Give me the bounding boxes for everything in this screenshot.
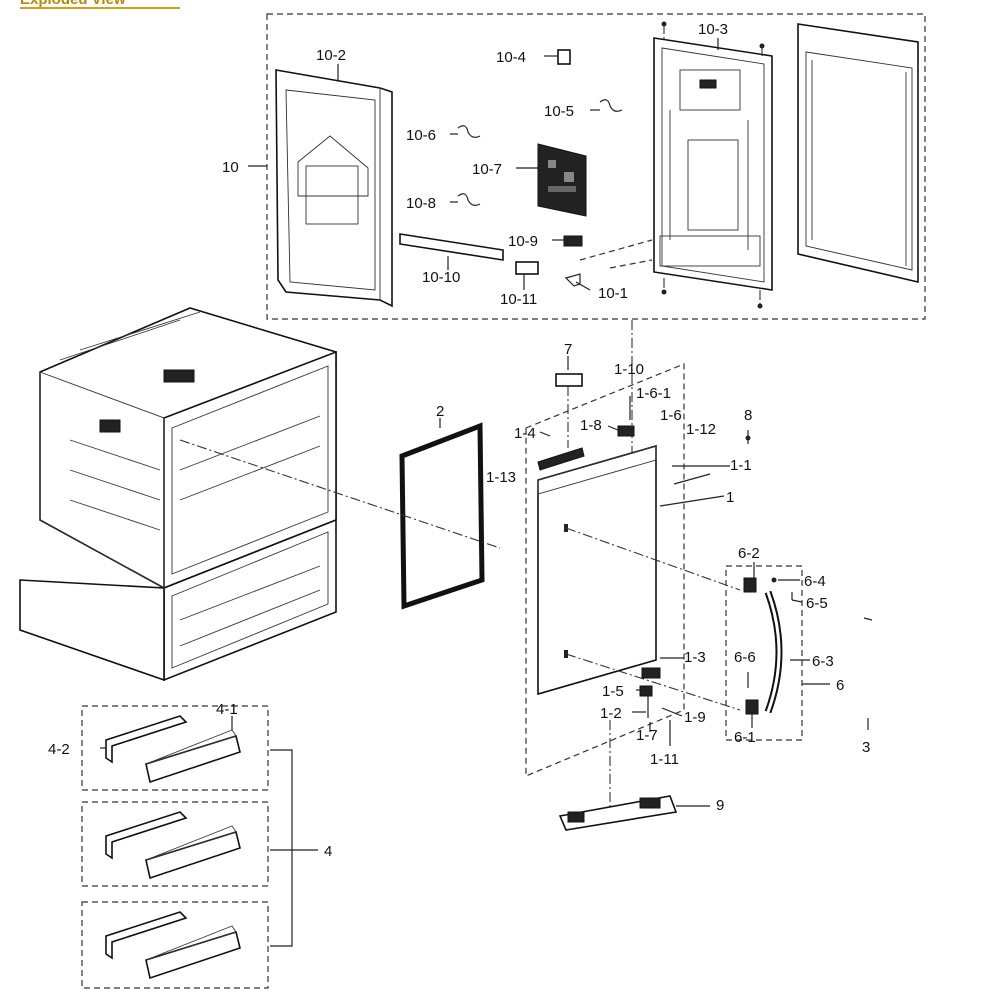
- label-10-1: 10-1: [598, 285, 628, 302]
- label-6: 6: [836, 677, 844, 694]
- label-6-6: 6-6: [734, 649, 756, 666]
- label-1-8: 1-8: [580, 417, 602, 434]
- label-10-10: 10-10: [422, 269, 460, 286]
- part-6-2-mount-top: [743, 577, 757, 593]
- bin-box-2: [81, 801, 269, 887]
- label-1-9: 1-9: [684, 709, 706, 726]
- part-10-7-control-board: [537, 143, 587, 217]
- part-10-1-sensor: [564, 273, 581, 287]
- bracket-group-4: [270, 749, 293, 947]
- diagram-title: Exploded View: [20, 0, 126, 8]
- assembly-line-10-b: [609, 259, 653, 269]
- label-1-4: 1-4: [514, 425, 536, 442]
- group-6-box: [725, 565, 803, 741]
- part-1-1-shaft: [673, 473, 711, 485]
- part-2-door-gasket: [399, 422, 485, 610]
- label-10-6: 10-6: [406, 127, 436, 144]
- screw-3: [661, 289, 667, 295]
- label-4-1: 4-1: [216, 701, 238, 718]
- assembly-line-10-a: [579, 239, 653, 261]
- label-1-5: 1-5: [602, 683, 624, 700]
- part-10-3-door-liner: [653, 37, 773, 291]
- label-3: 3: [862, 739, 870, 756]
- label-1: 1: [726, 489, 734, 506]
- assembly-axis-handle-top: [565, 527, 741, 591]
- group-1-box: [525, 363, 685, 777]
- assembly-axis-gasket: [179, 439, 501, 549]
- label-10-7: 10-7: [472, 161, 502, 178]
- part-10-2-cover-panel: [275, 69, 393, 308]
- screw-4: [757, 303, 763, 309]
- label-4: 4: [324, 843, 332, 860]
- part-10-9-connector: [563, 235, 583, 247]
- bin-box-1: [81, 705, 269, 791]
- part-10-5-cable: [599, 99, 623, 112]
- screw-2: [759, 43, 765, 49]
- screw-1: [661, 21, 667, 27]
- part-9-lower-hinge: [558, 795, 678, 831]
- part-10-8-cable: [457, 193, 481, 206]
- part-refrigerator-cabinet: [19, 307, 337, 682]
- part-door-outer-panel: [797, 23, 919, 284]
- part-6-3-handle-highlight: [766, 591, 781, 713]
- bin-pair-3: [105, 911, 241, 980]
- part-6-1-mount-bottom: [745, 699, 759, 715]
- part-6-4-screw: [771, 577, 777, 583]
- label-6-3: 6-3: [812, 653, 834, 670]
- part-1-6-hinge: [617, 425, 635, 437]
- label-1-7: 1-7: [636, 727, 658, 744]
- label-10-5: 10-5: [544, 103, 574, 120]
- part-7-hinge-block: [555, 373, 583, 387]
- label-9: 9: [716, 797, 724, 814]
- bin-pair-1: [105, 715, 241, 784]
- label-6-2: 6-2: [738, 545, 760, 562]
- leader-lines: [100, 38, 830, 807]
- part-10-6-cable: [457, 125, 481, 138]
- label-4-2: 4-2: [48, 741, 70, 758]
- part-1-13-hinge-cover: [537, 447, 585, 471]
- label-10-2: 10-2: [316, 47, 346, 64]
- label-1-10: 1-10: [614, 361, 644, 378]
- label-10-3: 10-3: [698, 21, 728, 38]
- label-6-1: 6-1: [734, 729, 756, 746]
- label-2: 2: [436, 403, 444, 420]
- label-10-11: 10-11: [500, 291, 537, 308]
- label-1-2: 1-2: [600, 705, 622, 722]
- label-1-13: 1-13: [486, 469, 516, 486]
- part-10-4-clip: [557, 49, 571, 65]
- label-6-4: 6-4: [804, 573, 826, 590]
- label-1-1: 1-1: [730, 457, 752, 474]
- label-1-6: 1-6: [660, 407, 682, 424]
- label-10-8: 10-8: [406, 195, 436, 212]
- part-10-10-strip: [399, 233, 504, 261]
- part-1-door: [537, 444, 657, 696]
- bin-box-3: [81, 901, 269, 989]
- label-8: 8: [744, 407, 752, 424]
- label-10: 10: [222, 159, 239, 176]
- label-1-3: 1-3: [684, 649, 706, 666]
- label-10-4: 10-4: [496, 49, 526, 66]
- part-10-11-bracket: [515, 261, 539, 275]
- label-1-6-1: 1-6-1: [636, 385, 671, 402]
- part-1-3-bottom-hinge: [641, 667, 661, 679]
- label-1-11: 1-11: [650, 751, 679, 768]
- part-small-cap: [863, 617, 873, 621]
- part-labels: 10 10-2 10-3 10-4 10-5 10-6 10-7 10-8 10…: [48, 21, 870, 860]
- label-6-5: 6-5: [806, 595, 828, 612]
- bin-pair-2: [105, 811, 241, 880]
- label-10-9: 10-9: [508, 233, 538, 250]
- label-1-12: 1-12: [686, 421, 716, 438]
- part-1-5-bushing: [639, 685, 653, 697]
- assembly-axis-handle-bottom: [565, 653, 741, 711]
- label-7: 7: [564, 341, 572, 358]
